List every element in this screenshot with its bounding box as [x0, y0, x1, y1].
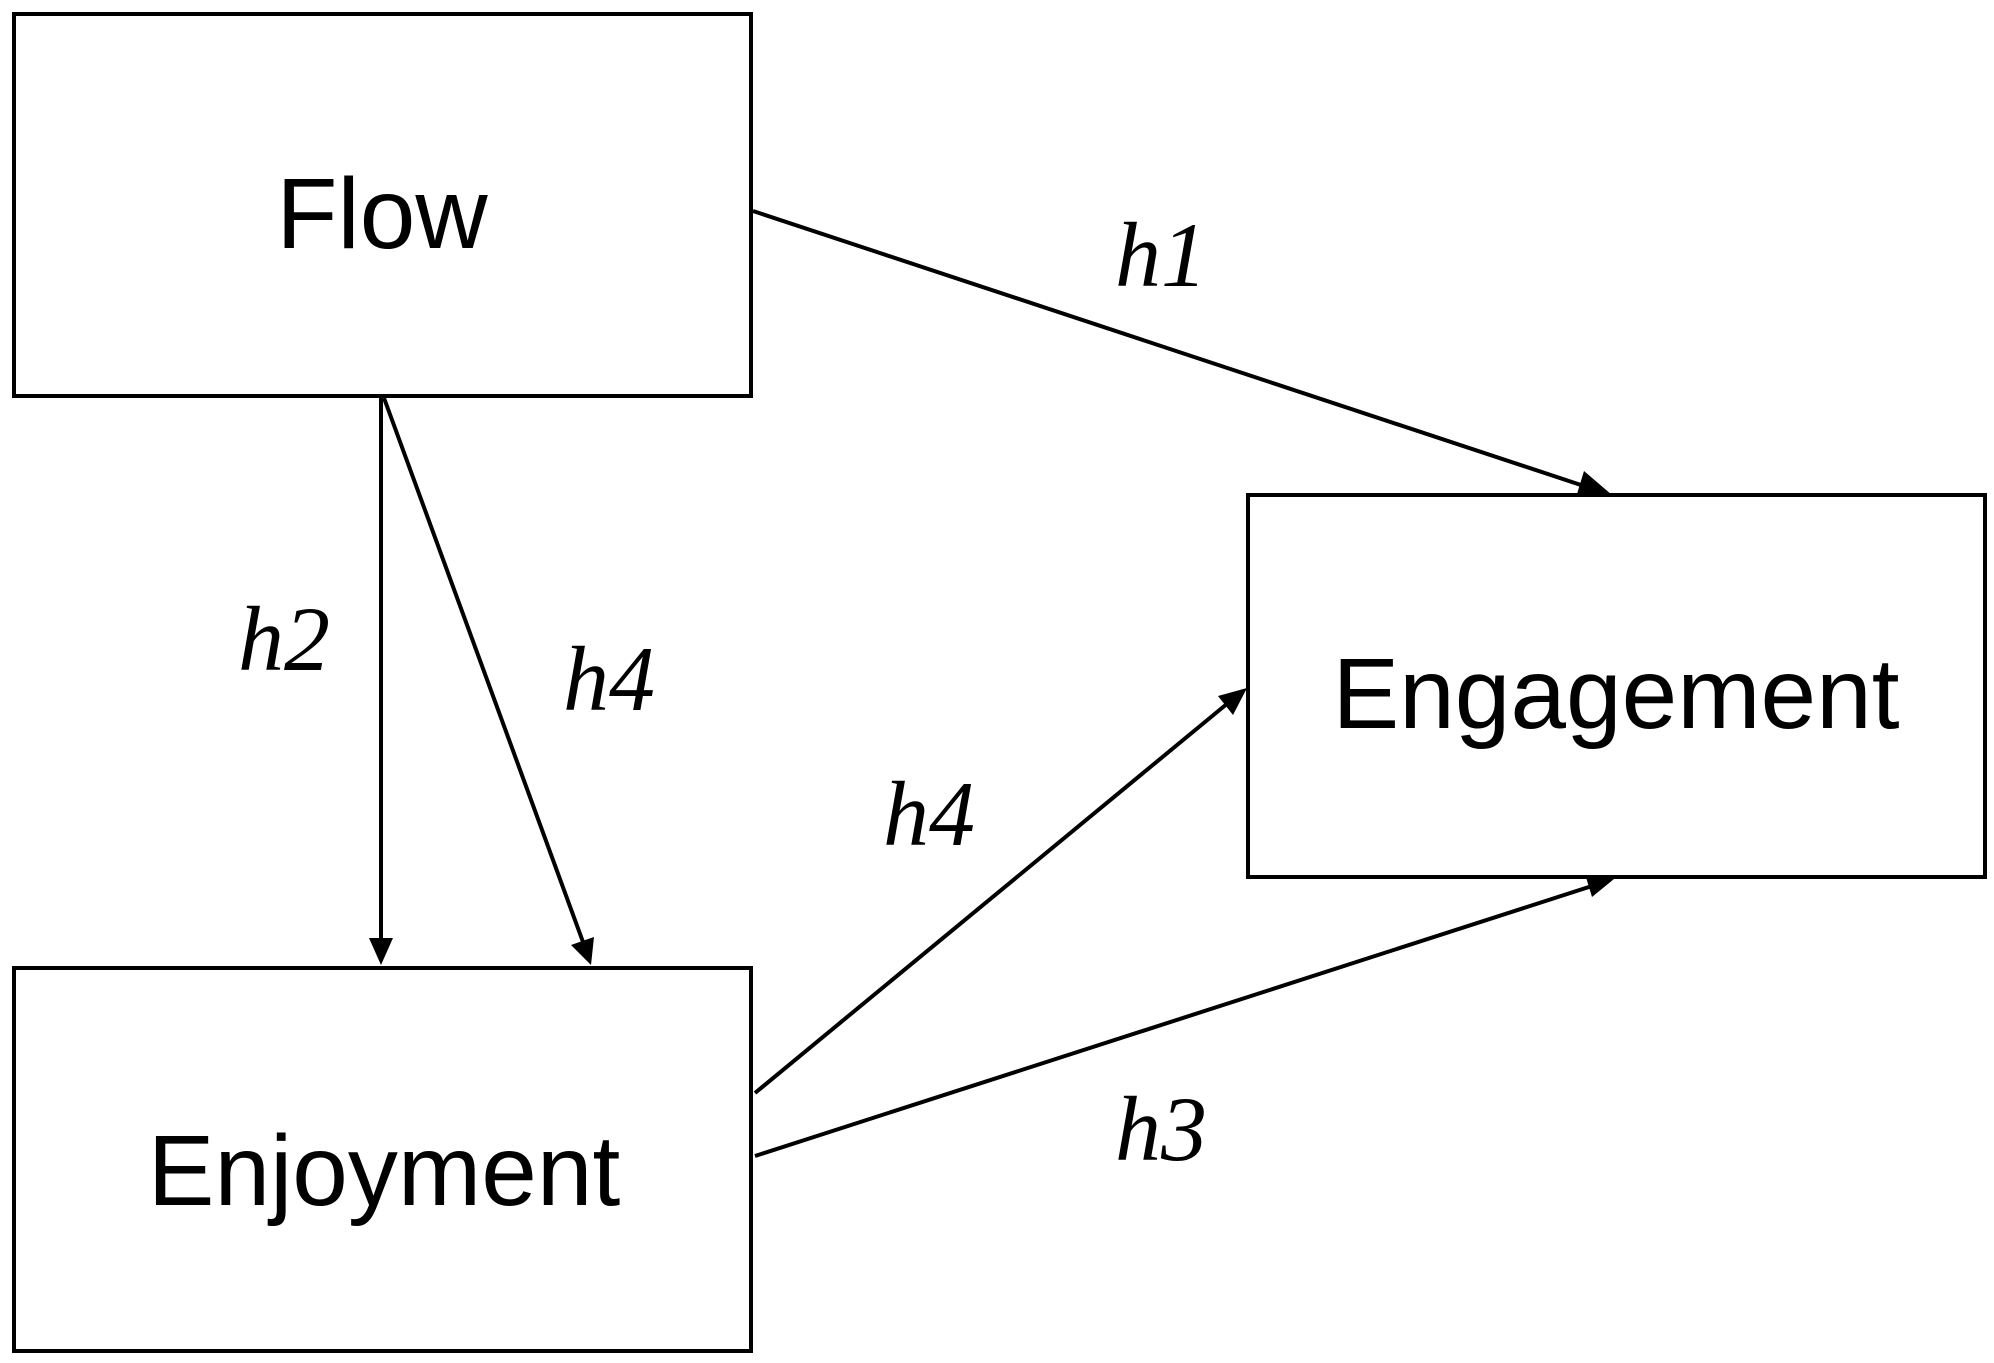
node-box-enjoyment — [12, 966, 753, 1353]
edge-flow-enjoyment: h2 — [238, 398, 393, 965]
edge-label-h4-a: h4 — [563, 628, 655, 730]
arrowhead-icon — [1577, 471, 1612, 495]
edge-label-h3: h3 — [1115, 1078, 1207, 1180]
arrowhead-icon — [571, 937, 594, 965]
edge-line-h1 — [752, 209, 1591, 490]
arrowhead-icon — [369, 938, 393, 965]
node-engagement: Engagement — [1246, 493, 1987, 879]
node-box-flow — [12, 12, 753, 398]
edge-label-h1: h1 — [1115, 204, 1207, 306]
edge-line-h3 — [754, 884, 1593, 1158]
node-box-engagement — [1246, 493, 1987, 879]
edge-enjoyment-engagement-mod: h4 — [753, 688, 1247, 1095]
edge-enjoyment-engagement: h3 — [754, 874, 1614, 1180]
edge-flow-enjoyment-mod: h4 — [382, 397, 655, 965]
edge-line-h4-b — [753, 701, 1230, 1095]
edge-flow-engagement: h1 — [752, 204, 1612, 495]
edge-label-h4-b: h4 — [883, 763, 975, 865]
node-flow: Flow — [12, 12, 753, 398]
node-label-enjoyment: Enjoyment — [148, 1115, 621, 1227]
arrowhead-icon — [1585, 874, 1614, 897]
node-enjoyment: Enjoyment — [12, 966, 753, 1353]
node-label-engagement: Engagement — [1332, 638, 1899, 750]
edge-label-h2: h2 — [238, 588, 330, 690]
edge-line-h4-a — [382, 397, 585, 943]
arrowhead-icon — [1218, 688, 1247, 715]
node-label-flow: Flow — [276, 158, 488, 270]
